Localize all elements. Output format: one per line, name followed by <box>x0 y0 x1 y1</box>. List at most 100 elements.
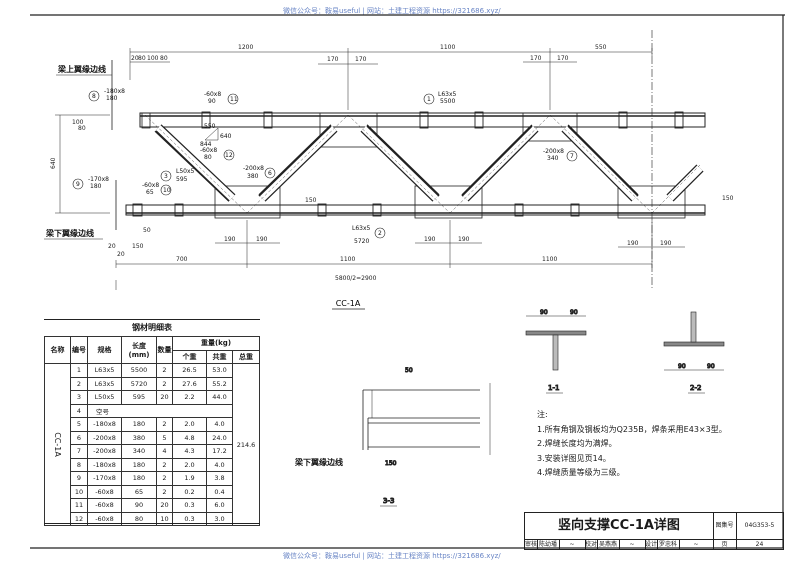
cell-sum: 24.0 <box>206 430 233 445</box>
designer-signature: ~ <box>679 540 714 549</box>
cell-unit: 0.2 <box>172 484 207 499</box>
section-3-3: 50 150 3-3 <box>362 367 491 507</box>
svg-text:90: 90 <box>707 363 715 370</box>
cell-no: 10 <box>70 484 88 499</box>
dim-label: 170 <box>530 55 542 62</box>
svg-text:L63x5: L63x5 <box>438 91 457 98</box>
gusset-plate <box>522 112 578 142</box>
steel-schedule-table: 名称 编号 规格 长度(mm) 数量 重量(kg) 个重 共重 总重 CC-1A… <box>44 336 260 526</box>
svg-text:1: 1 <box>427 96 431 103</box>
table-bottom-rule <box>44 523 260 524</box>
reviewer-signature: ~ <box>559 540 586 549</box>
svg-text:5500: 5500 <box>440 98 455 105</box>
note-item: 3.安装详图见页14。 <box>537 453 611 463</box>
cell-sum: 55.2 <box>206 376 233 391</box>
svg-text:3-3: 3-3 <box>383 497 394 505</box>
section-flange-label: 梁下翼缘边线 <box>294 457 343 467</box>
dim-label: 1100 <box>542 256 557 263</box>
cell-qty: 2 <box>156 484 173 499</box>
notes-heading: 注: <box>537 410 548 419</box>
cell-len: 595 <box>121 390 157 405</box>
table-top-rule <box>44 319 260 320</box>
cell-no: 2 <box>70 376 88 391</box>
cell-spec: -60x8 <box>87 498 122 513</box>
bottom-flange-label: 梁下翼缘边线 <box>45 228 94 238</box>
cell-no: 5 <box>70 417 88 432</box>
cell-no: 1 <box>70 363 88 378</box>
cell-total: 214.6 <box>232 363 260 526</box>
cell-len: 340 <box>121 444 157 459</box>
svg-text:2: 2 <box>378 230 382 237</box>
cell-no: 7 <box>70 444 88 459</box>
dim-label: 150 <box>132 243 144 250</box>
dim-label: 80 <box>138 55 146 62</box>
dim-label: 190 <box>224 236 236 243</box>
reviewer-name: 陈幼璠 <box>537 540 560 549</box>
dim-label: 50 <box>143 227 151 234</box>
cell-sum: 3.0 <box>206 511 233 526</box>
svg-text:80: 80 <box>204 154 212 161</box>
gusset-plate <box>319 112 378 148</box>
top-flange-label: 梁上翼缘边线 <box>57 64 106 74</box>
atlas-label: 图集号 <box>713 513 737 540</box>
elevation-cc-1a <box>55 30 706 290</box>
section-1-1: 90 90 1-1 <box>525 309 587 394</box>
cell-no: 9 <box>70 471 88 486</box>
cell-spec: -200x8 <box>87 444 122 459</box>
dimension-labels: 1200 1100 550 20 80 100 80 170 170 170 1… <box>50 44 734 282</box>
dim-label: 80 <box>78 125 86 132</box>
svg-text:L50x5: L50x5 <box>176 168 195 175</box>
dim-label: 700 <box>176 256 188 263</box>
cell-sum: 6.0 <box>206 498 233 513</box>
svg-text:550: 550 <box>204 123 216 130</box>
gusset-plate <box>617 185 686 219</box>
section-2-2: 90 90 2-2 <box>663 311 725 394</box>
svg-text:9: 9 <box>76 181 80 188</box>
svg-text:65: 65 <box>146 189 154 196</box>
drawing-title: 竖向支撑CC-1A详图 <box>525 513 714 540</box>
header-sum: 共重 <box>206 349 233 364</box>
cell-len: 180 <box>121 417 157 432</box>
dim-label: 190 <box>660 240 672 247</box>
svg-text:-60x8: -60x8 <box>142 182 159 189</box>
dim-label: 1100 <box>340 256 355 263</box>
cell-spec: -180x8 <box>87 457 122 472</box>
cell-no: 8 <box>70 457 88 472</box>
svg-text:-60x8: -60x8 <box>204 91 221 98</box>
svg-text:8: 8 <box>92 93 96 100</box>
diagonal-braces <box>154 124 704 202</box>
cell-spec: L50x5 <box>87 390 122 405</box>
cell-sum: 44.0 <box>206 390 233 405</box>
dim-label: 170 <box>355 56 367 63</box>
dim-label: 80 <box>160 55 168 62</box>
cell-unit: 4.8 <box>172 430 207 445</box>
page-label: 页 <box>713 540 737 549</box>
header-length: 长度(mm) <box>121 336 157 364</box>
cell-no: 11 <box>70 498 88 513</box>
svg-text:1-1: 1-1 <box>548 384 559 392</box>
cell-qty: 2 <box>156 376 173 391</box>
cell-unit: 2.0 <box>172 417 207 432</box>
cell-qty: 4 <box>156 444 173 459</box>
cell-sum: 53.0 <box>206 363 233 378</box>
svg-text:2-2: 2-2 <box>690 384 701 392</box>
check-label: 校对 <box>585 540 598 549</box>
svg-text:11: 11 <box>230 96 238 103</box>
svg-text:-200x8: -200x8 <box>543 148 564 155</box>
title-block: 竖向支撑CC-1A详图 图集号 04G353-5 审核 陈幼璠 ~ 校对 吴燕燕… <box>524 512 784 550</box>
cell-spec: L63x5 <box>87 376 122 391</box>
